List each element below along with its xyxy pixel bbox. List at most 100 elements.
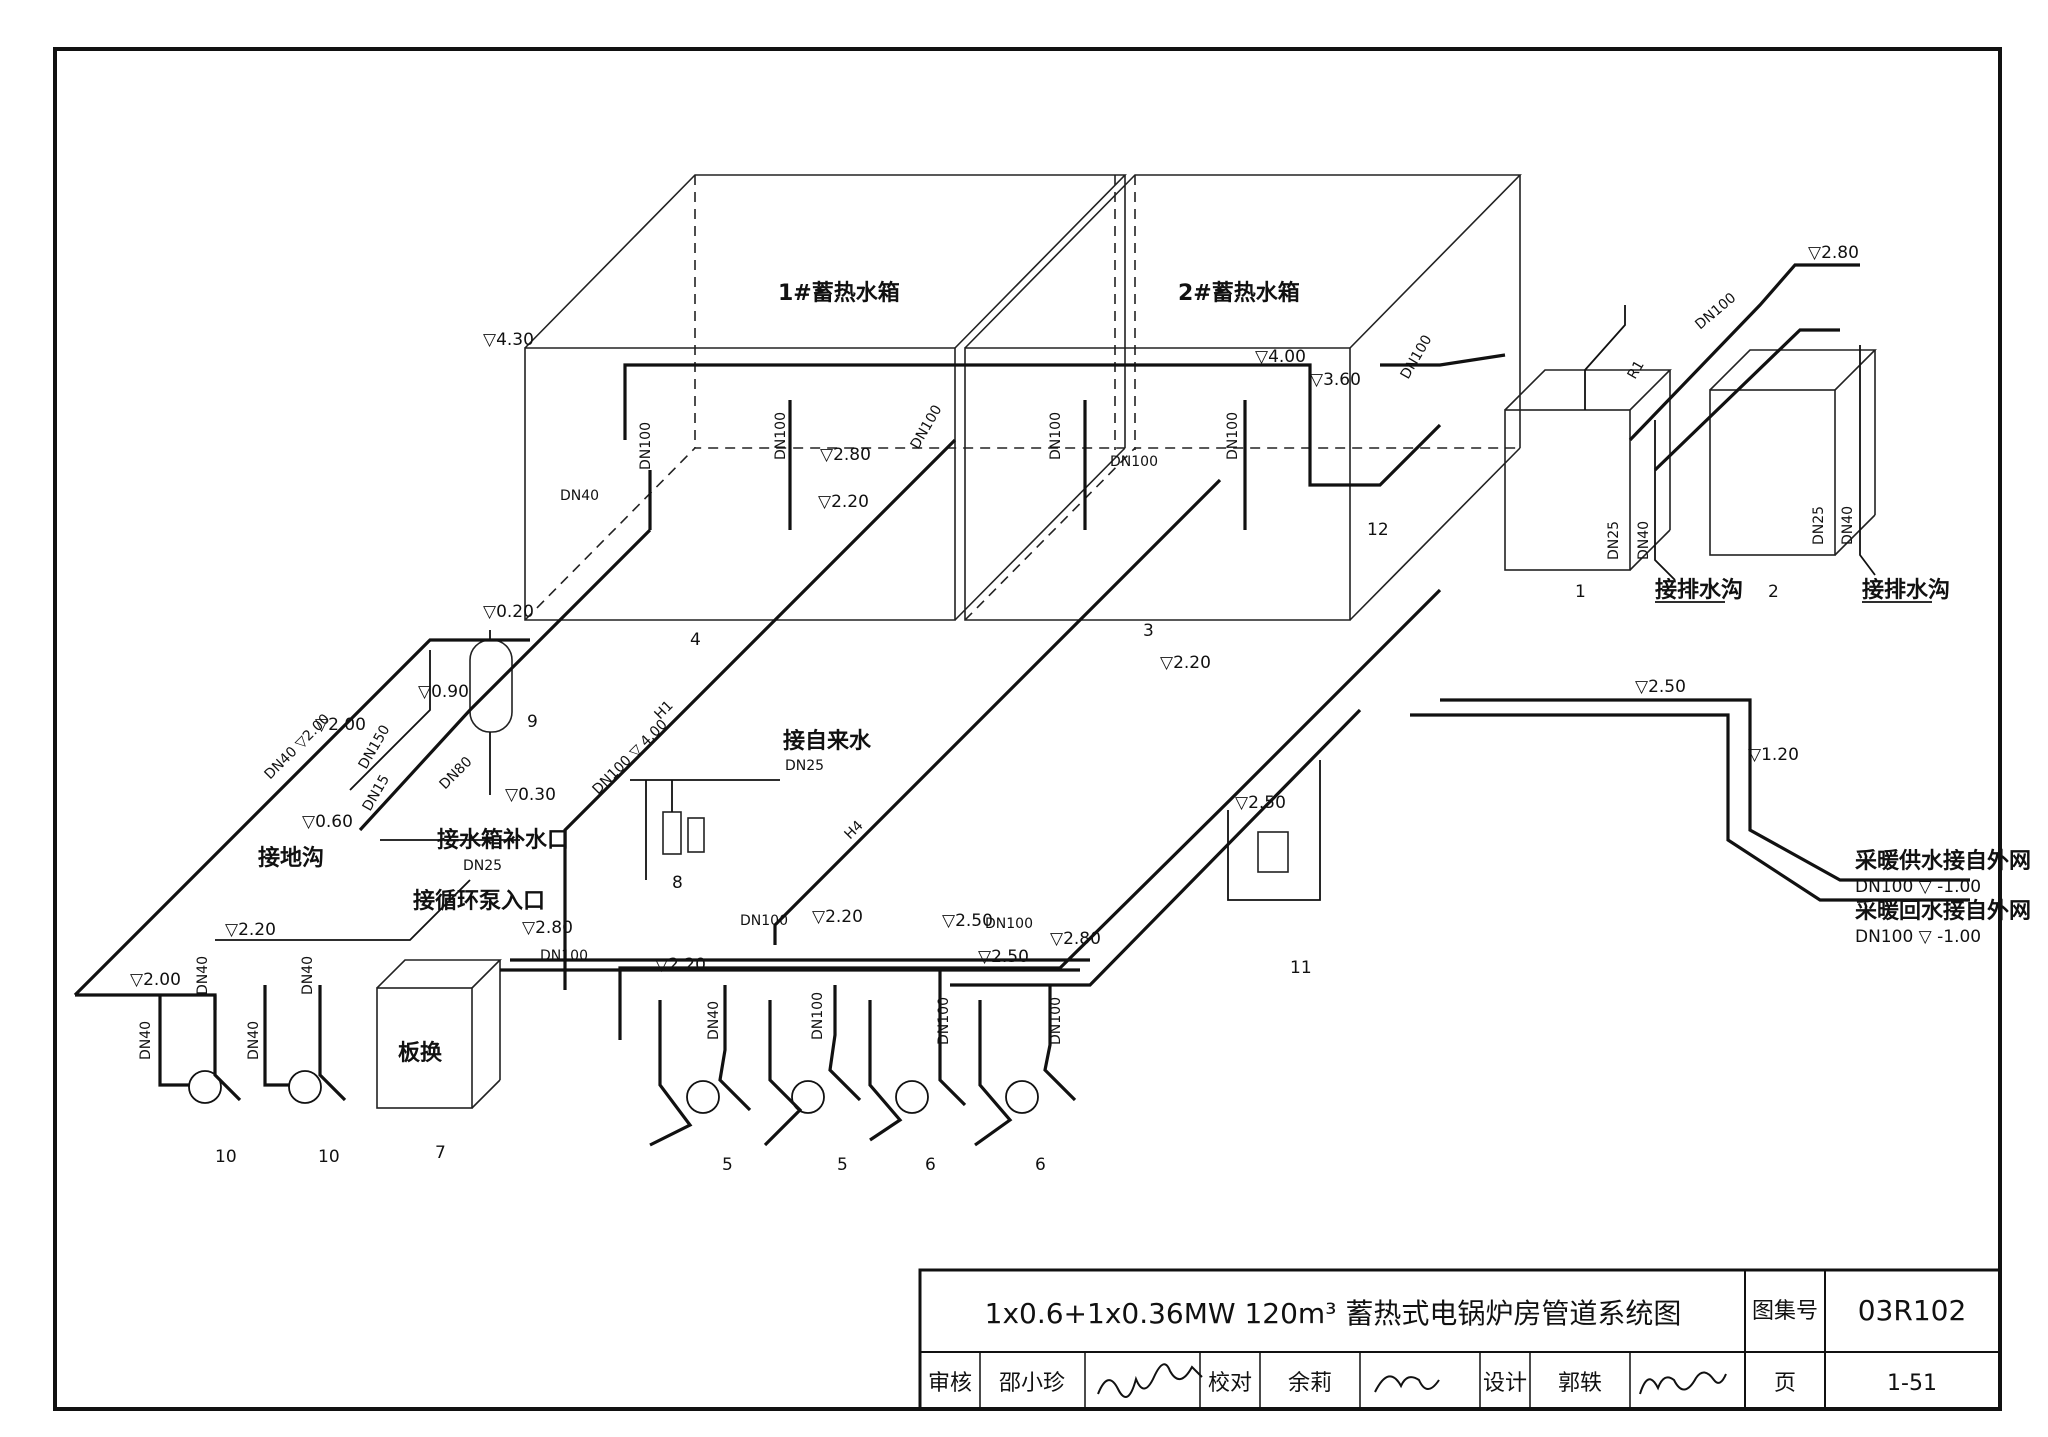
elev-280-tank: ▽2.80 <box>820 445 871 465</box>
pipe-dn15: DN15 <box>360 772 393 814</box>
reviewer-name: 邵小珍 <box>999 1371 1065 1396</box>
tag-9: 9 <box>527 712 538 732</box>
elev-220-mid: ▽2.20 <box>1160 653 1211 673</box>
pipe-dn100-k: DN100 <box>540 948 588 964</box>
plate-hx-label: 板换 <box>398 1040 443 1066</box>
elev-280-hx: ▽2.80 <box>522 918 573 938</box>
elev-360: ▽3.60 <box>1310 370 1361 390</box>
note-heating-supply: 采暖供水接自外网 <box>1855 848 2031 874</box>
elev-250-b: ▽2.50 <box>1235 793 1286 813</box>
pipe-dn40-d: DN40 <box>195 956 211 995</box>
pipe-dn40-f: DN40 <box>706 1001 722 1040</box>
note-heating-return-dn: DN100 ▽ -1.00 <box>1855 927 1981 947</box>
tag-10b: 10 <box>318 1147 340 1167</box>
pipe-dn100-h: DN100 <box>1692 290 1739 333</box>
elev-220-left: ▽2.20 <box>225 920 276 940</box>
electric-boiler-2 <box>1709 349 1877 556</box>
elev-400: ▽4.00 <box>1255 347 1306 367</box>
elev-220-tank: ▽2.20 <box>818 492 869 512</box>
checker-signature <box>1374 1375 1440 1393</box>
pipe-dn40-e: DN40 <box>300 956 316 995</box>
pipe-dn100-a: DN100 <box>638 422 654 470</box>
pipe-dn40-h: DN40 <box>1840 506 1856 545</box>
tag-2: 2 <box>1768 582 1779 602</box>
storage-tank-2 <box>964 174 1522 621</box>
plate-heat-exchanger <box>376 959 502 1109</box>
title-block: 1x0.6+1x0.36MW 120m³ 蓄热式电锅炉房管道系统图 图集号 03… <box>918 1268 2002 1411</box>
piping-network <box>73 263 1970 1147</box>
note-heating-supply-dn: DN100 ▽ -1.00 <box>1855 877 1981 897</box>
pipe-r1: R1 <box>1625 358 1648 382</box>
pipe-dn25-c: DN25 <box>785 758 824 774</box>
elev-250-c: ▽2.50 <box>942 911 993 931</box>
pipe-dn100-400: DN100 ▽ 4.00 <box>590 717 671 798</box>
dirt-separator <box>1227 760 1321 901</box>
tag-1: 1 <box>1575 582 1586 602</box>
elev-280-top: ▽2.80 <box>1808 243 1859 263</box>
page-label: 页 <box>1774 1371 1796 1396</box>
tank2-label: 2#蓄热水箱 <box>1178 280 1300 306</box>
tag-11: 11 <box>1290 958 1312 978</box>
tag-3: 3 <box>1143 621 1154 641</box>
pipe-dn100-f: DN100 <box>1110 454 1158 470</box>
atlas-no: 03R102 <box>1858 1294 1967 1327</box>
note-floor-trench: 接地沟 <box>258 845 324 871</box>
note-heating-return: 采暖回水接自外网 <box>1855 898 2031 924</box>
tag-6b: 6 <box>1035 1155 1046 1175</box>
tag-8: 8 <box>672 873 683 893</box>
equipment-tags: 1 2 3 4 5 5 6 6 7 8 9 10 10 11 12 <box>215 520 1779 1175</box>
designer-label: 设计 <box>1483 1371 1527 1396</box>
elev-090: ▽0.90 <box>418 682 469 702</box>
elev-200-left: ▽2.00 <box>130 970 181 990</box>
atlas-no-label: 图集号 <box>1752 1299 1818 1324</box>
reviewer-label: 审核 <box>928 1371 972 1396</box>
tag-5a: 5 <box>722 1155 733 1175</box>
note-tank-makeup: 接水箱补水口 <box>437 827 569 853</box>
pipe-dn25-d: DN25 <box>463 858 502 874</box>
pipe-dn40-b: DN40 <box>138 1021 154 1060</box>
pipe-dn100-m: DN100 <box>936 997 952 1045</box>
note-drain-trench-2: 接排水沟 <box>1862 577 1950 603</box>
elev-120: ▽1.20 <box>1748 745 1799 765</box>
water-softener <box>630 779 780 880</box>
pipe-dn100-b: DN100 <box>773 412 789 460</box>
pipe-dn100-e: DN100 <box>908 402 946 452</box>
elev-060: ▽0.60 <box>302 812 353 832</box>
elevation-marks: ▽4.30 ▽4.00 ▽3.60 ▽2.80 ▽2.80 ▽2.80 ▽2.8… <box>130 243 1859 990</box>
storage-tank-1 <box>524 174 1127 621</box>
reviewer-signature <box>1097 1363 1203 1398</box>
tag-12: 12 <box>1367 520 1389 540</box>
drawing-title: 1x0.6+1x0.36MW 120m³ 蓄热式电锅炉房管道系统图 <box>985 1297 1682 1330</box>
elev-220-pump: ▽2.20 <box>655 955 706 975</box>
pipe-dn80: DN80 <box>437 754 476 793</box>
elev-030: ▽0.30 <box>505 785 556 805</box>
checker-name: 余莉 <box>1288 1371 1332 1396</box>
designer-name: 郭轶 <box>1558 1371 1602 1396</box>
tag-6a: 6 <box>925 1155 936 1175</box>
tag-4: 4 <box>690 630 701 650</box>
expansion-vessel <box>469 630 513 795</box>
note-drain-trench-1: 接排水沟 <box>1655 577 1743 603</box>
pipe-dn100-d: DN100 <box>1225 412 1241 460</box>
pipe-dn100-l: DN100 <box>810 992 826 1040</box>
elev-250-d: ▽2.50 <box>978 947 1029 967</box>
page-number: 1-51 <box>1887 1371 1937 1396</box>
pipe-dn25-b: DN25 <box>1811 506 1827 545</box>
pipe-dn100-g: DN100 <box>1398 332 1436 382</box>
elev-020: ▽0.20 <box>483 602 534 622</box>
pipe-dn100-c: DN100 <box>1048 412 1064 460</box>
pipe-dn100-j: DN100 <box>985 916 1033 932</box>
checker-label: 校对 <box>1208 1371 1252 1396</box>
pipe-dn40-c: DN40 <box>246 1021 262 1060</box>
tank1-label: 1#蓄热水箱 <box>778 280 900 306</box>
pipe-dn25-a: DN25 <box>1606 521 1622 560</box>
note-circ-pump-inlet: 接循环泵入口 <box>413 888 545 914</box>
pipe-dn100-n: DN100 <box>1048 997 1064 1045</box>
elev-200-diag: ▽2.00 <box>315 715 366 735</box>
pipe-dn40-g: DN40 <box>1636 521 1652 560</box>
pipe-dn40-a: DN40 <box>560 488 599 504</box>
note-tap-water: 接自来水 <box>783 728 872 754</box>
elev-250-a: ▽2.50 <box>1635 677 1686 697</box>
tag-10a: 10 <box>215 1147 237 1167</box>
